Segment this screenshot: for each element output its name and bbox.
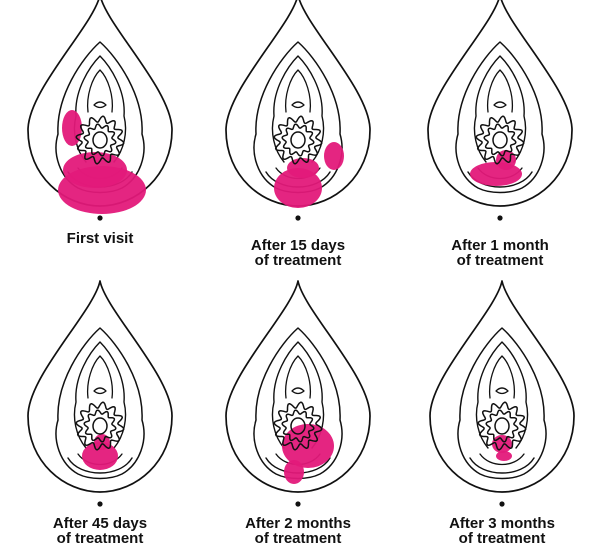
clitoral-hood-outline	[88, 356, 113, 398]
panel-45-days: After 45 days of treatment	[0, 286, 200, 556]
lesion-blob	[492, 435, 512, 453]
lesion-group	[282, 424, 334, 484]
panel-1-month: After 1 month of treatment	[400, 0, 600, 270]
lesion-blob	[496, 451, 512, 461]
caption-line-2: of treatment	[198, 253, 398, 268]
urethra-mark	[94, 102, 106, 108]
anatomy-diagram	[198, 0, 398, 270]
urethra-mark	[292, 388, 304, 394]
urethra-mark	[494, 102, 506, 108]
clitoral-hood-outline	[490, 356, 515, 398]
rosette-center	[93, 132, 107, 148]
lesion-blob	[324, 142, 344, 170]
caption-line-1: After 45 days	[0, 516, 200, 531]
anus-dot	[295, 215, 300, 220]
caption-line-2: of treatment	[198, 531, 398, 546]
anatomy-diagram	[400, 0, 600, 270]
rosette-center	[493, 132, 507, 148]
panel-caption: After 15 days of treatment	[198, 238, 398, 268]
urethra-mark	[292, 102, 304, 108]
rosette-middle	[282, 124, 314, 156]
lesion-blob	[284, 460, 304, 484]
lesion-blob	[63, 152, 127, 188]
lesion-group	[58, 110, 146, 214]
anus-dot	[97, 215, 102, 220]
caption-line-2: of treatment	[400, 253, 600, 268]
panel-15-days: After 15 days of treatment	[198, 0, 398, 270]
panel-first-visit: First visit	[0, 0, 200, 270]
panel-caption: First visit	[0, 231, 200, 246]
panel-caption: After 45 days of treatment	[0, 516, 200, 546]
lesion-blob	[287, 158, 319, 178]
urethra-mark	[94, 388, 106, 394]
caption-line-1: After 15 days	[198, 238, 398, 253]
rosette-middle	[84, 124, 116, 156]
caption-line-2: of treatment	[402, 531, 602, 546]
panel-caption: After 3 months of treatment	[402, 516, 602, 546]
clitoral-hood-outline	[88, 70, 113, 112]
urethra-mark	[496, 388, 508, 394]
clitoral-hood-outline	[286, 70, 311, 112]
caption-line-2: of treatment	[0, 531, 200, 546]
rosette-center	[93, 418, 107, 434]
caption-line-1: After 3 months	[402, 516, 602, 531]
rosette-center	[495, 418, 509, 434]
anus-dot	[97, 501, 102, 506]
rosette-center	[291, 132, 305, 148]
rosette-outer	[274, 116, 321, 163]
panel-3-months: After 3 months of treatment	[402, 286, 602, 556]
clitoral-hood-outline	[488, 70, 513, 112]
anus-dot	[497, 215, 502, 220]
caption-line-1: First visit	[0, 231, 200, 246]
caption-line-1: After 2 months	[198, 516, 398, 531]
panel-caption: After 2 months of treatment	[198, 516, 398, 546]
caption-line-1: After 1 month	[400, 238, 600, 253]
anus-dot	[295, 501, 300, 506]
rosette-middle	[484, 124, 516, 156]
panel-2-months: After 2 months of treatment	[198, 286, 398, 556]
clitoral-hood-outline	[286, 356, 311, 398]
panel-caption: After 1 month of treatment	[400, 238, 600, 268]
anus-dot	[499, 501, 504, 506]
